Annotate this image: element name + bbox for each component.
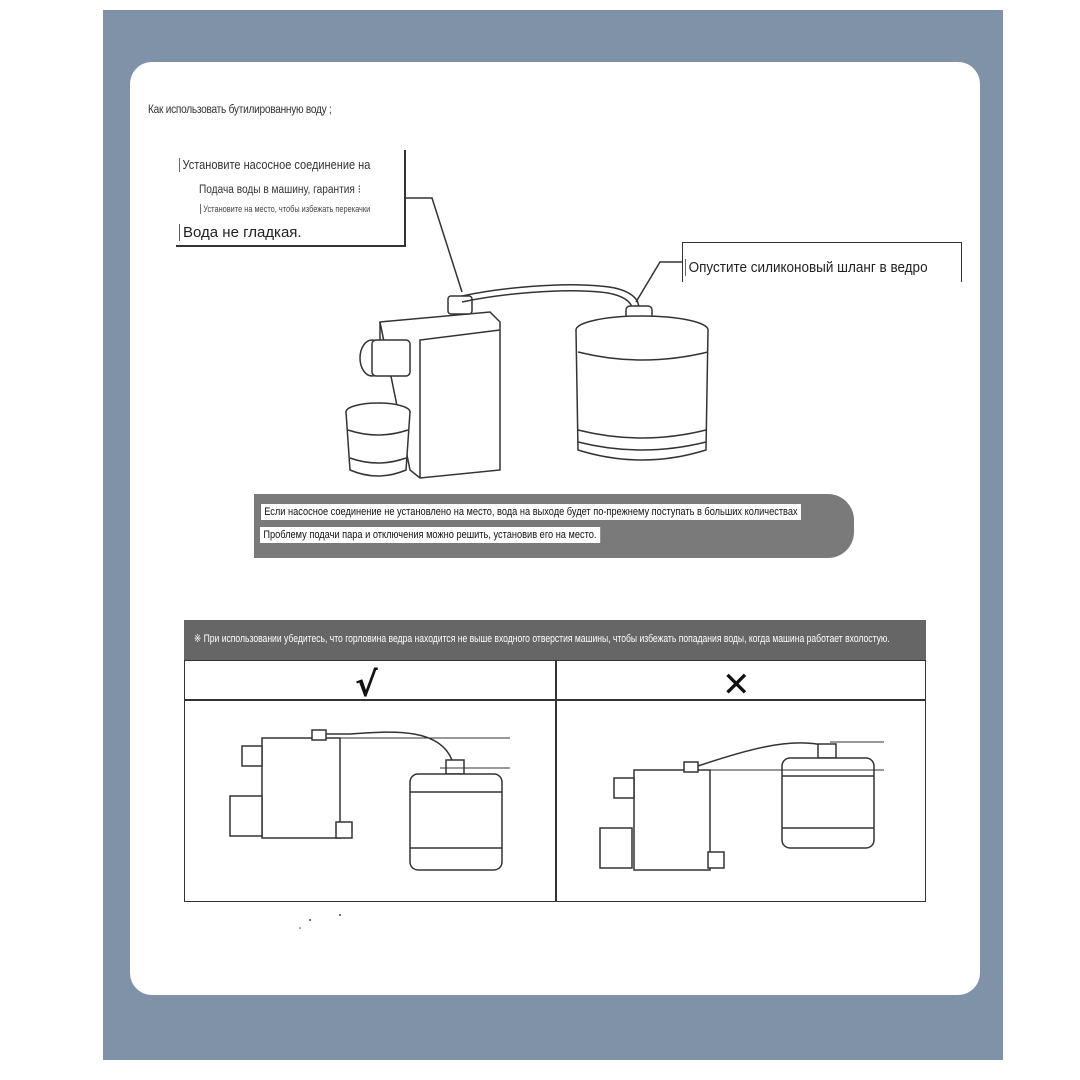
note-line-1: Если насосное соединение не установлено … <box>260 504 801 520</box>
wrong-setup <box>599 741 884 871</box>
comparison-divider <box>555 661 557 901</box>
callout-line-3: Установите на место, чтобы избежать пере… <box>200 204 370 214</box>
callout-leaders <box>406 197 682 303</box>
intro-text: Как использовать бутилированную воду ; <box>148 104 332 116</box>
hose-callout-text: Опустите силиконовый шланг в ведро <box>685 259 928 276</box>
comparison-table: √ ✕ <box>184 660 926 902</box>
water-dispenser-icon <box>359 295 501 479</box>
hose-callout: Опустите силиконовый шланг в ведро <box>682 242 962 282</box>
callout-line-2: Подача воды в машину, гарантия ⁝ <box>199 184 361 196</box>
warning-banner: ※ При использовании убедитесь, что горло… <box>184 620 926 660</box>
correct-setup <box>229 729 510 871</box>
bucket-icon <box>575 305 709 461</box>
scan-specks <box>299 914 341 929</box>
check-icon: √ <box>355 665 378 705</box>
note-line-2: Проблему подачи пара и отключения можно … <box>260 527 600 543</box>
cup-icon <box>345 402 411 477</box>
callout-line-4: Вода не гладкая. <box>179 224 302 241</box>
comparison-header-line <box>185 699 925 701</box>
warning-text: ※ При использовании убедитесь, что горло… <box>194 633 890 645</box>
hose-icon <box>461 284 640 313</box>
pump-connection-callout: Установите насосное соединение на Подача… <box>176 150 406 247</box>
callout-line-1: Установите насосное соединение на <box>179 158 370 172</box>
pump-note: Если насосное соединение не установлено … <box>254 494 854 558</box>
cross-icon: ✕ <box>722 665 751 705</box>
